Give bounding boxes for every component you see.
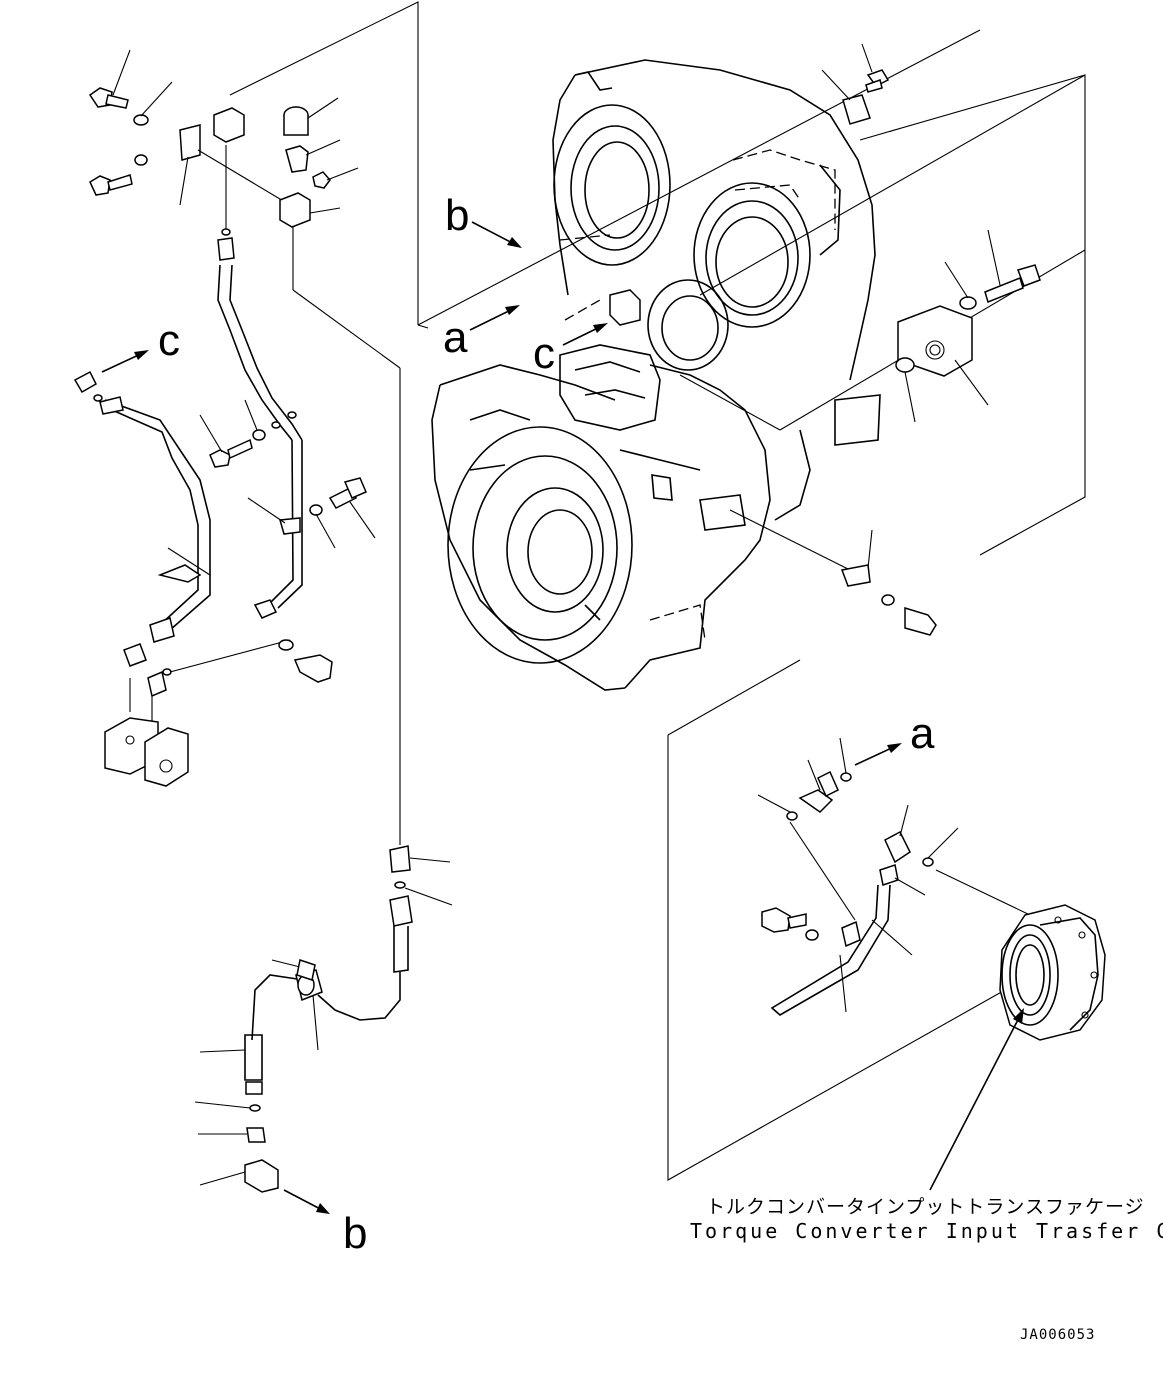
arrow-c-center <box>562 323 608 346</box>
pipe-to-b <box>194 845 453 1193</box>
caption-english: Torque Converter Input Trasfer Cage <box>690 1219 1163 1243</box>
arrow-a-right <box>854 743 902 766</box>
detail-frame-main <box>679 74 1086 556</box>
bracket-right <box>729 509 937 636</box>
bolt-and-clamp-group <box>157 399 376 683</box>
detail-frame-left <box>229 1 981 329</box>
callout-c-center: c <box>533 329 555 378</box>
transmission-housing <box>431 59 881 691</box>
arrow-to-cage <box>929 1008 1024 1191</box>
callout-a-right: a <box>910 709 935 758</box>
transfer-cage <box>999 904 1106 1041</box>
flange-block-right <box>895 229 1041 423</box>
callout-b-top: b <box>445 191 469 240</box>
valve-blocks <box>104 678 189 787</box>
detail-frame-cage <box>667 659 1006 1181</box>
arrow-c-left <box>101 350 149 373</box>
drawing-code: JA006053 <box>1020 1327 1096 1343</box>
hose-left-lower <box>73 370 291 698</box>
cage-fittings <box>757 737 1031 1016</box>
caption-japanese: トルクコンバータインプットトランスファケージ <box>706 1196 1145 1218</box>
plate-top-right <box>821 43 890 125</box>
callout-a-top: a <box>443 313 468 362</box>
callout-c-left: c <box>158 316 180 365</box>
callout-b-bottom: b <box>343 1209 367 1258</box>
arrow-b-bottom <box>283 1189 330 1214</box>
arrow-b-top <box>471 221 522 248</box>
arrow-a-top <box>469 305 520 331</box>
top-left-bolts <box>88 49 401 845</box>
